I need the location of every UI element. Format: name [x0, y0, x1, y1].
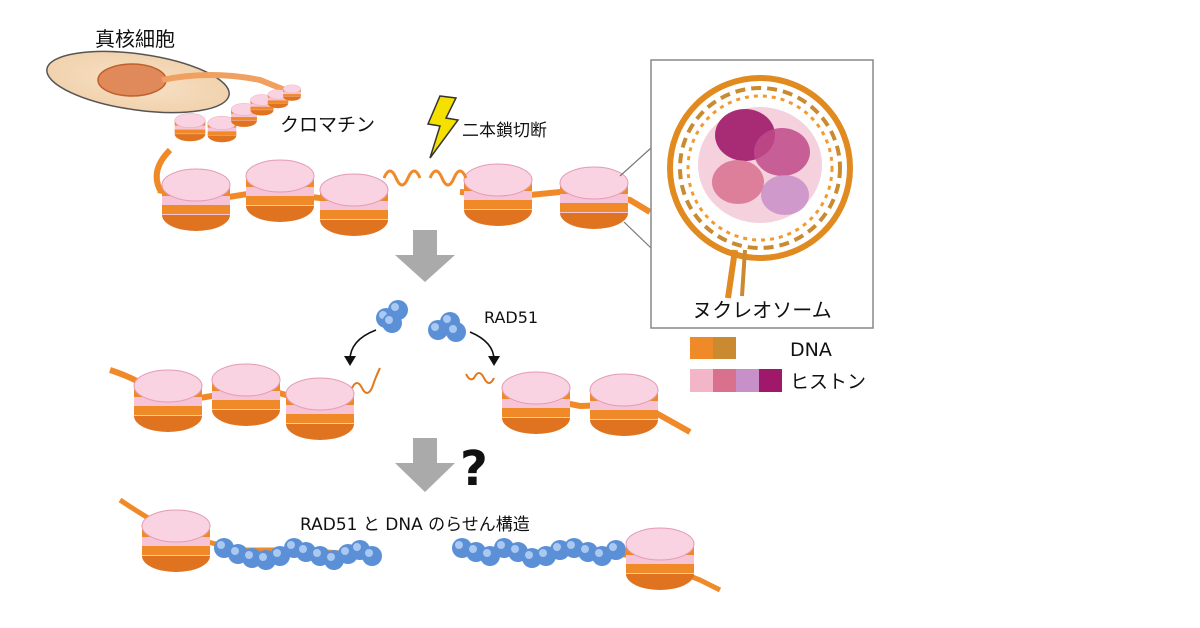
nucleosome-inset: ヌクレオソーム [650, 59, 874, 329]
legend-histone-swatch [736, 369, 759, 392]
nucleosome [161, 168, 231, 232]
legend-dna-swatch [713, 337, 736, 359]
label-chromatin: クロマチン [280, 114, 375, 136]
rad51-filament-right [452, 538, 626, 568]
nucleosome [133, 369, 203, 433]
arrowhead-icon [488, 356, 500, 366]
nucleosome [559, 166, 629, 230]
legend: DNA ヒストン [690, 337, 866, 393]
nucleosome [625, 527, 695, 591]
callout-line [623, 221, 652, 249]
nucleosome [589, 373, 659, 437]
arrowhead-icon [344, 356, 356, 366]
nucleosome [141, 509, 211, 573]
nucleosome [463, 163, 533, 227]
legend-histone-label: ヒストン [790, 371, 866, 393]
legend-dna-label: DNA [790, 339, 832, 361]
curved-arrow-left [349, 329, 377, 361]
legend-histone-swatch [759, 369, 782, 392]
question-mark: ? [460, 441, 488, 497]
curved-arrow-right [469, 331, 495, 361]
lightning-bolt-icon [426, 95, 460, 159]
chromatin-fiber [153, 84, 301, 192]
legend-histone-swatch [713, 369, 736, 392]
row1-nucleosome-strand [157, 159, 652, 237]
row2-nucleosome-strand [109, 363, 692, 441]
label-eukaryotic-cell: 真核細胞 [95, 27, 175, 51]
legend-dna-swatch [690, 337, 713, 359]
label-double-strand-break: 二本鎖切断 [462, 121, 547, 141]
nucleosome [501, 371, 571, 435]
cell-illustration [46, 50, 292, 114]
nucleosome [319, 173, 389, 237]
legend-histone-swatch [690, 369, 713, 392]
down-arrow [395, 230, 455, 282]
row3-rad51-filament [118, 497, 722, 593]
callout-line [619, 147, 652, 177]
nucleosome-structure [667, 75, 853, 299]
rad51-filament-left [214, 538, 382, 570]
rad51-molecules [376, 300, 466, 342]
label-nucleosome: ヌクレオソーム [692, 298, 831, 322]
nucleosome [245, 159, 315, 223]
down-arrow [395, 438, 455, 492]
label-rad51: RAD51 [484, 308, 538, 327]
nucleosome [211, 363, 281, 427]
nucleosome [285, 377, 355, 441]
label-helix-caption: RAD51 と DNA のらせん構造 [300, 515, 530, 535]
